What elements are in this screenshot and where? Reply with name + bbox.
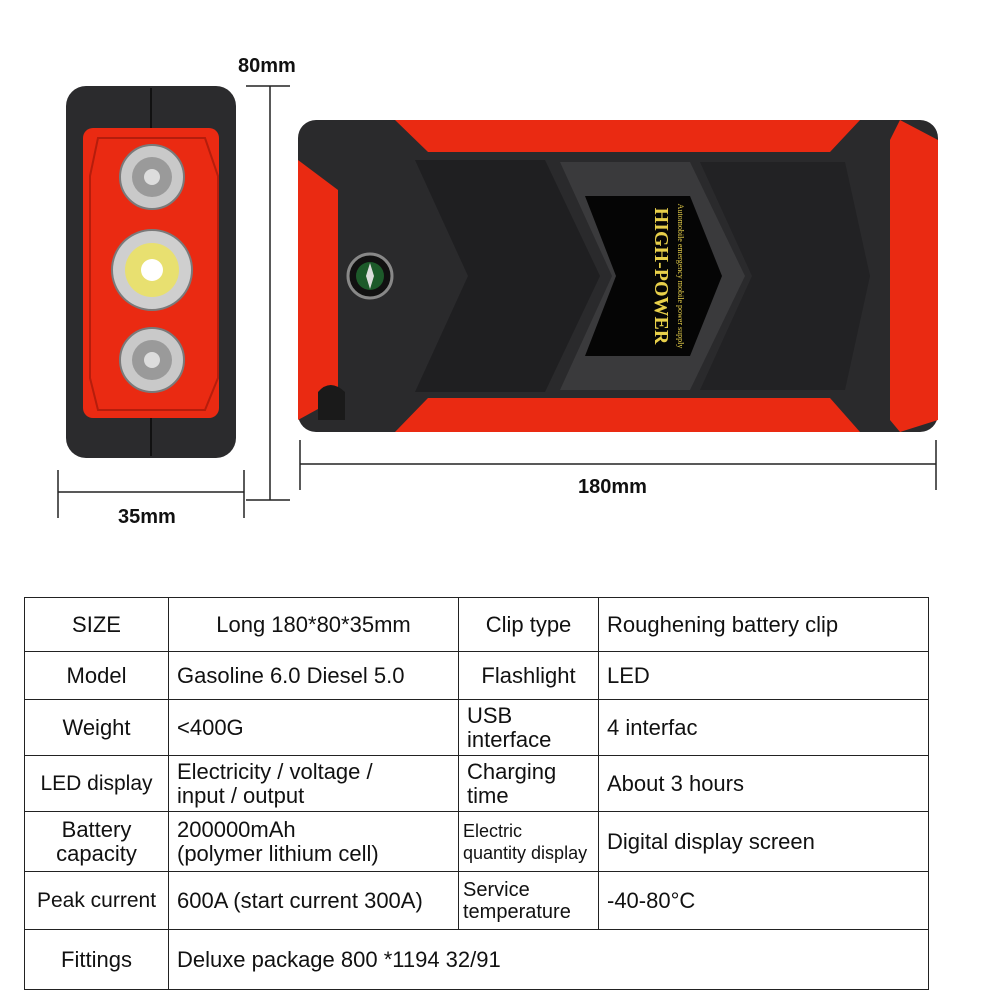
- top-view: HIGH-POWER Automobile emergency mobile p…: [298, 120, 938, 432]
- spec-value: LED: [598, 651, 929, 700]
- table-row: Model Gasoline 6.0 Diesel 5.0 Flashlight…: [24, 651, 929, 700]
- spec-label: Flashlight: [458, 651, 599, 700]
- brand-subtitle: Automobile emergency mobile power supply: [676, 204, 685, 349]
- spec-label: Model: [24, 651, 169, 700]
- spec-table: SIZE Long 180*80*35mm Clip type Rougheni…: [24, 597, 929, 990]
- height-label: 80mm: [238, 55, 296, 77]
- side-view: [66, 86, 236, 458]
- product-illustration: HIGH-POWER Automobile emergency mobile p…: [57, 85, 938, 518]
- fittings-label: Fittings: [24, 929, 169, 990]
- spec-label: Service temperature: [458, 871, 599, 930]
- spec-label: USB interface: [458, 699, 599, 756]
- table-row: Fittings Deluxe package 800 *1194 32/91: [24, 929, 929, 990]
- spec-value: <400G: [168, 699, 459, 756]
- spec-value: Digital display screen: [598, 811, 929, 872]
- spec-label: Battery capacity: [24, 811, 169, 872]
- fittings-value: Deluxe package 800 *1194 32/91: [168, 929, 929, 990]
- spec-label: Clip type: [458, 597, 599, 652]
- spec-value: Electricity / voltage / input / output: [168, 755, 459, 812]
- height-dimension-line: [246, 85, 290, 501]
- spec-value: 200000mAh (polymer lithium cell): [168, 811, 459, 872]
- spec-value: Roughening battery clip: [598, 597, 929, 652]
- spec-value: Gasoline 6.0 Diesel 5.0: [168, 651, 459, 700]
- table-row: Weight <400G USB interface 4 interfac: [24, 699, 929, 756]
- spec-value: Long 180*80*35mm: [168, 597, 459, 652]
- flashlight-lens-bottom: [119, 327, 185, 393]
- table-row: LED display Electricity / voltage / inpu…: [24, 755, 929, 812]
- spec-label: Weight: [24, 699, 169, 756]
- spec-label: Peak current: [24, 871, 169, 930]
- spec-label: Electric quantity display: [458, 811, 599, 872]
- length-dimension-line: [299, 440, 937, 490]
- spec-value: About 3 hours: [598, 755, 929, 812]
- spec-label: LED display: [24, 755, 169, 812]
- spec-label: Charging time: [458, 755, 599, 812]
- flashlight-lens-center: [111, 229, 193, 311]
- spec-value: -40-80°C: [598, 871, 929, 930]
- spec-value: 600A (start current 300A): [168, 871, 459, 930]
- depth-dimension-line: [57, 470, 245, 518]
- table-row: SIZE Long 180*80*35mm Clip type Rougheni…: [24, 597, 929, 652]
- depth-label: 35mm: [118, 506, 176, 528]
- table-row: Battery capacity 200000mAh (polymer lith…: [24, 811, 929, 872]
- flashlight-lens-top: [119, 144, 185, 210]
- spec-value: 4 interfac: [598, 699, 929, 756]
- compass-icon: [346, 252, 394, 300]
- spec-label: SIZE: [24, 597, 169, 652]
- length-label: 180mm: [578, 476, 647, 498]
- brand-title: HIGH-POWER: [650, 208, 672, 345]
- table-row: Peak current 600A (start current 300A) S…: [24, 871, 929, 930]
